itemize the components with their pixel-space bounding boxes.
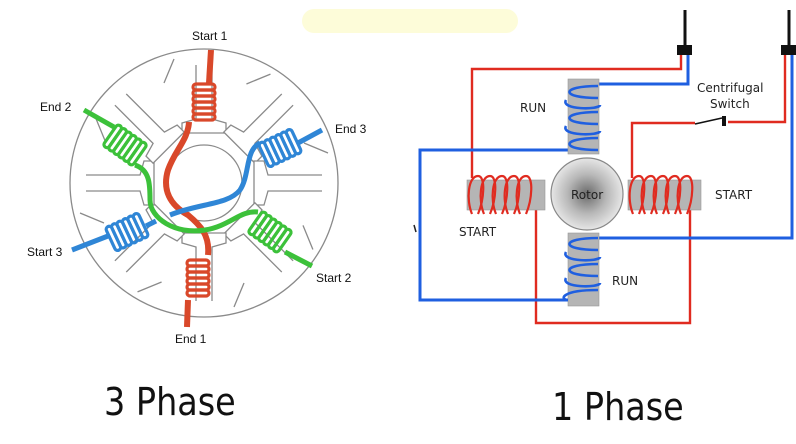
start-pole-right — [627, 174, 702, 215]
coil-turn — [479, 174, 497, 215]
supply-terminal-right — [781, 10, 796, 55]
run-winding-wires — [418, 55, 794, 302]
phase-3-end-lead — [296, 127, 324, 146]
start-wire-left-top — [470, 55, 683, 178]
coil-turn — [191, 112, 217, 122]
start-winding-wires — [470, 55, 787, 325]
run-wire-left-top — [598, 55, 690, 86]
phase-1-end-lead — [184, 299, 191, 328]
coil-turn — [467, 174, 485, 215]
three-phase-title: 3 Phase — [104, 380, 236, 424]
phase-3-stub — [144, 218, 158, 229]
label-centrifugal: Centrifugal — [697, 81, 763, 95]
stator-tooth — [94, 93, 186, 165]
coil-turn — [640, 174, 658, 215]
coil-turn — [126, 140, 148, 167]
highlight-marker — [302, 9, 518, 33]
rotor — [550, 157, 624, 231]
label-start-right: START — [715, 188, 753, 202]
coil-turn — [271, 227, 293, 254]
coil-turn — [185, 288, 211, 298]
run-pole-bottom — [562, 232, 602, 307]
stray-mark — [413, 224, 417, 233]
run-wire-right — [598, 55, 794, 240]
phase-3-start-lead — [71, 233, 109, 253]
coil-turn — [628, 174, 646, 215]
label-start-left: START — [459, 225, 497, 239]
run-wire-left-loop — [418, 148, 568, 302]
stator-tooth — [253, 142, 329, 206]
start-wire-right-to-switch — [728, 55, 787, 124]
phase-2-end-lead — [82, 107, 116, 130]
stator-tooth — [79, 160, 155, 224]
start-pole-left — [466, 174, 546, 215]
phase-2-upper-coil — [102, 123, 148, 167]
coil-turn — [131, 211, 150, 240]
label-start-3: Start 3 — [27, 245, 63, 259]
start-wire-switch-to-right-coil — [630, 121, 695, 178]
label-end-1: End 1 — [175, 332, 207, 346]
phase-1-start-lead — [206, 49, 214, 84]
coil-turn — [664, 174, 682, 215]
phase-3-winding — [71, 127, 324, 253]
phase-2-lower-coil — [247, 210, 293, 254]
coil-turn — [515, 174, 533, 215]
label-run-top: RUN — [520, 101, 546, 115]
label-start-1: Start 1 — [192, 29, 228, 43]
phase-1-bottom-coil — [185, 258, 211, 298]
centrifugal-switch — [694, 116, 726, 126]
label-run-bottom: RUN — [612, 274, 638, 288]
coil-turn — [652, 174, 670, 215]
single-phase-title: 1 Phase — [552, 385, 684, 429]
label-end-2: End 2 — [40, 100, 72, 114]
phase-2-crossover-wire — [133, 162, 259, 234]
coil-turn — [676, 174, 694, 215]
run-pole-top — [564, 78, 602, 155]
label-switch: Switch — [710, 97, 750, 111]
label-rotor: Rotor — [571, 188, 603, 202]
label-end-3: End 3 — [335, 122, 367, 136]
coil-turn — [284, 127, 303, 156]
coil-turn — [503, 174, 521, 215]
label-start-2: Start 2 — [316, 271, 352, 285]
coil-turn — [491, 174, 509, 215]
start-wire-bottom-loop — [534, 210, 692, 325]
phase-3-upper-coil — [257, 127, 303, 169]
supply-terminal-left — [677, 10, 692, 55]
phase-2-start-lead — [283, 249, 314, 269]
phase-2-winding — [82, 107, 314, 269]
phase-1-top-coil — [191, 82, 217, 122]
phase-3-lower-coil — [104, 211, 150, 253]
phase-3-crossover-wire — [169, 140, 262, 218]
